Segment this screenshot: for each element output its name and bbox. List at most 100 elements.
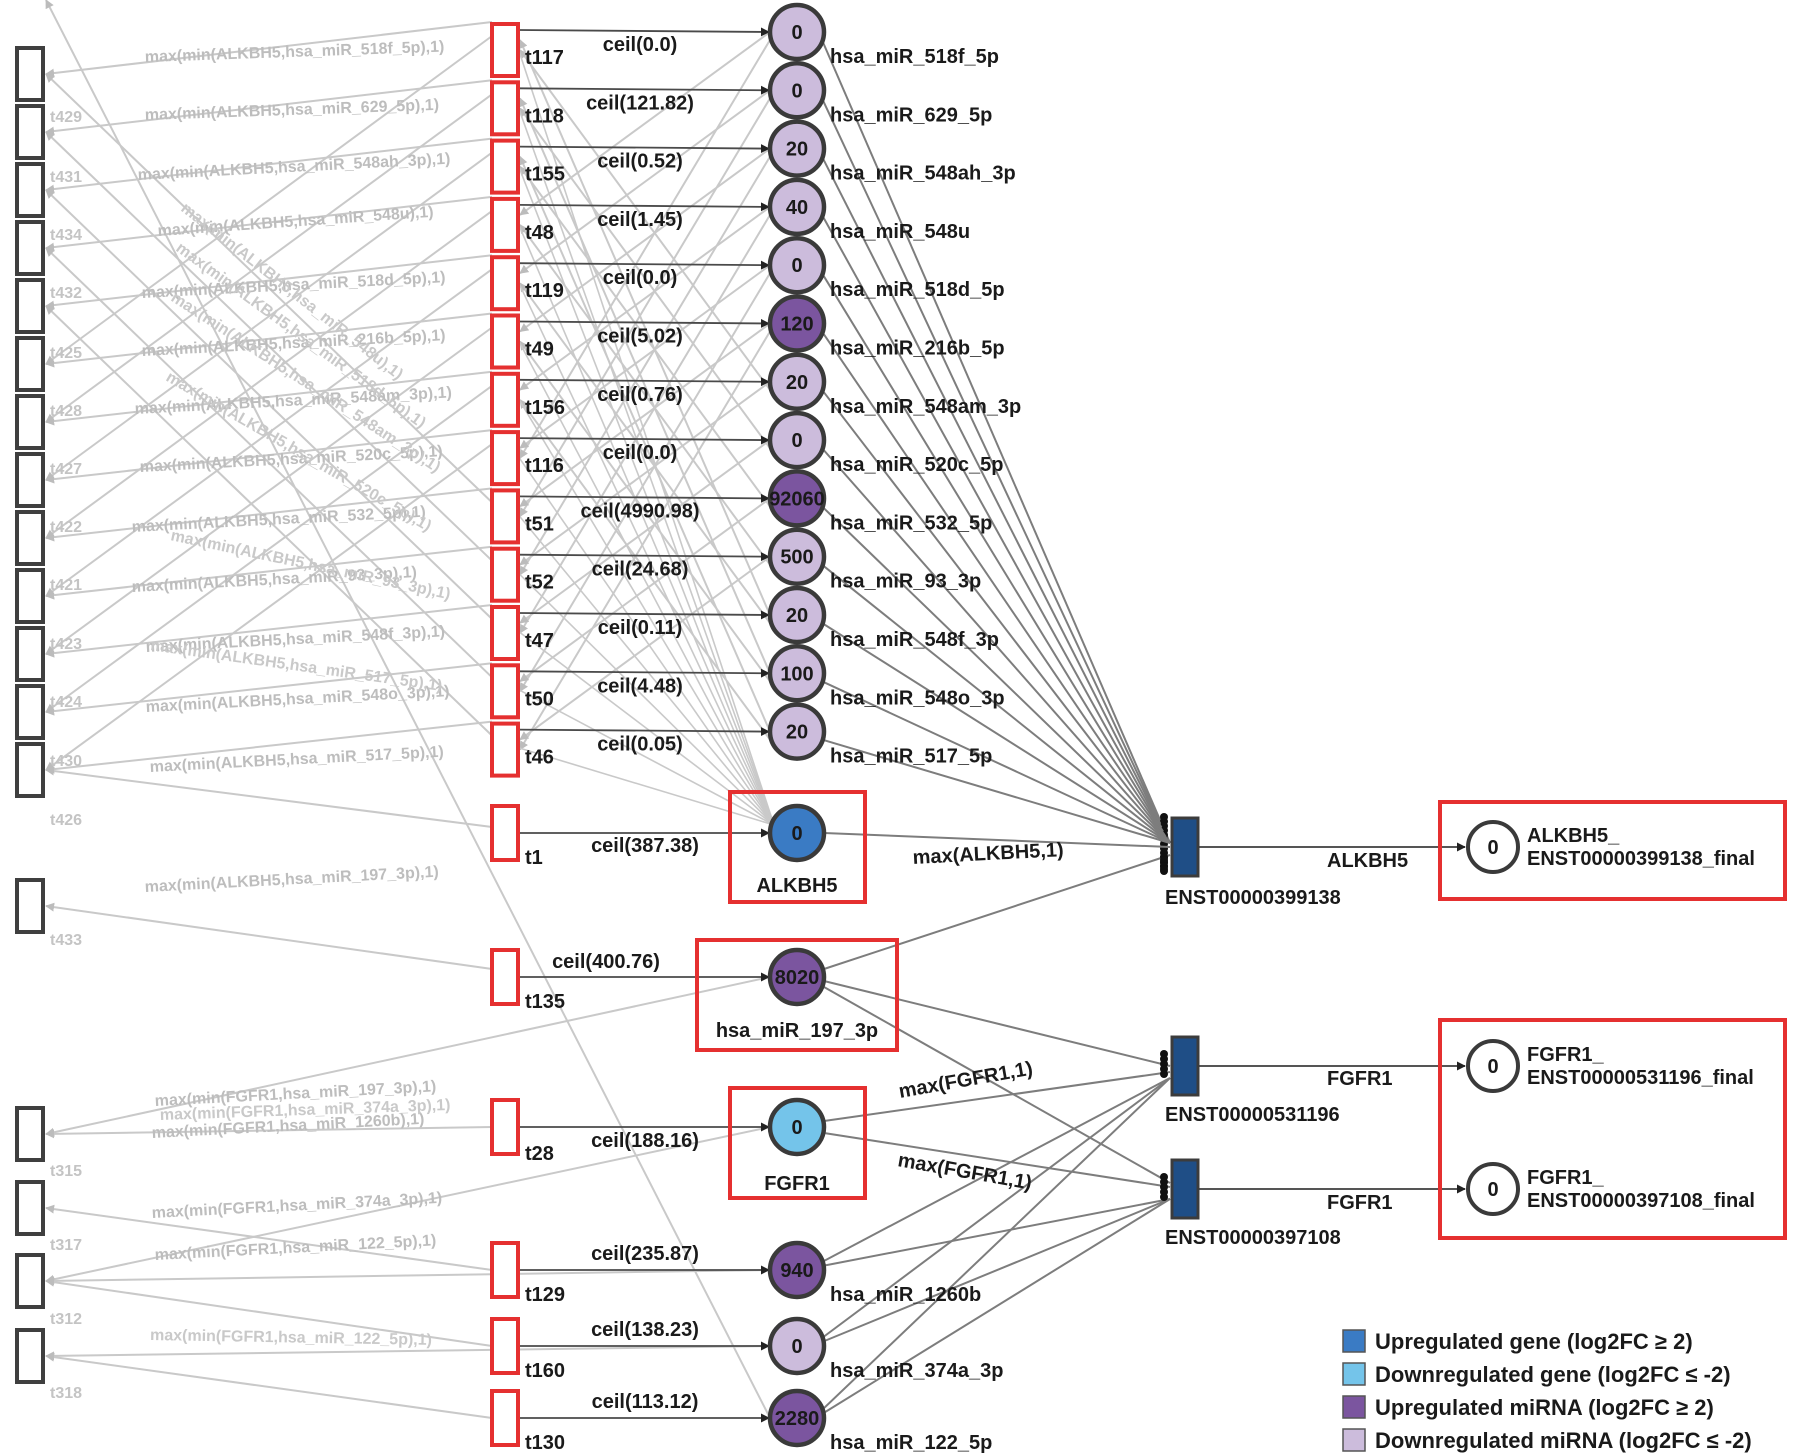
inhibition-arc bbox=[45, 1345, 771, 1361]
left-place-label: t421 bbox=[50, 577, 82, 594]
inhibition-arc bbox=[45, 254, 493, 310]
inhibition-arc bbox=[45, 137, 493, 194]
arc-weight-label: max(ALKBH5,1) bbox=[912, 839, 1064, 869]
mirna-place-circle bbox=[767, 410, 827, 470]
nodes-layer: 0020400120200920605002010020080200940022… bbox=[767, 2, 1520, 1448]
source-transition bbox=[490, 721, 520, 778]
regulation-arc bbox=[821, 1077, 1171, 1263]
mirna-name: hsa_miR_518f_5p bbox=[830, 46, 999, 68]
mirna-name: hsa_miR_1260b bbox=[830, 1284, 981, 1306]
mirna-place-tokens: 940 bbox=[780, 1260, 813, 1282]
regulation-arc bbox=[821, 447, 1171, 844]
regulation-arc bbox=[821, 389, 1171, 844]
inhibition-arc bbox=[519, 97, 771, 674]
inhibition-arc bbox=[517, 513, 775, 826]
transcript-transition bbox=[1170, 1158, 1200, 1220]
left-place bbox=[15, 1328, 45, 1384]
rate-label: ceil(121.82) bbox=[586, 92, 694, 114]
mirna-place-tokens: 120 bbox=[780, 314, 813, 336]
final-place-label: ENST00000397108_final bbox=[1527, 1190, 1755, 1212]
transition-label: t116 bbox=[525, 455, 564, 477]
inhibition-arc-label: max(min(ALKBH5,hsa_miR_517_5p),1) bbox=[149, 744, 444, 776]
inhibition-arc bbox=[519, 156, 771, 576]
production-arc bbox=[517, 435, 770, 445]
inhibition-arc-label: max(min(FGFR1,hsa_miR_122_5p),1) bbox=[150, 1327, 432, 1349]
transcript-label: ENST00000399138 bbox=[1165, 887, 1341, 909]
mirna-place-circle bbox=[767, 1240, 827, 1300]
inhibition-arc bbox=[517, 455, 775, 826]
transition-label: t156 bbox=[525, 397, 565, 419]
inhibition-arc bbox=[45, 151, 493, 481]
final-place-label: ENST00000531196_final bbox=[1527, 1067, 1754, 1089]
mirna-place-tokens: 0 bbox=[791, 255, 802, 277]
left-place-label: t317 bbox=[50, 1237, 82, 1254]
source-transition bbox=[490, 546, 520, 603]
inhibitor-head bbox=[1160, 865, 1168, 873]
inhibition-arc-label: max(min(ALKBH5,hsa_miR_197_3p),1) bbox=[144, 864, 439, 896]
transcript-label: ENST00000397108 bbox=[1165, 1227, 1341, 1249]
legend-swatch bbox=[1342, 1329, 1366, 1353]
mirna-place-circle bbox=[767, 702, 827, 761]
left-place bbox=[15, 104, 45, 160]
final-place-tokens: 0 bbox=[1487, 1179, 1498, 1201]
regulation-arc bbox=[823, 1071, 1171, 1122]
left-place-label: t432 bbox=[50, 285, 82, 302]
inhibition-arc bbox=[519, 439, 771, 624]
rate-label: ceil(0.76) bbox=[597, 384, 683, 406]
left-place-label: t431 bbox=[50, 169, 82, 186]
inhibition-arc bbox=[517, 572, 775, 826]
left-place bbox=[15, 878, 45, 934]
left-place-label: t430 bbox=[50, 753, 82, 770]
mirna-name: hsa_miR_374a_3p bbox=[830, 1360, 1003, 1382]
inhibition-arc bbox=[45, 1352, 493, 1419]
rate-label: ceil(5.02) bbox=[597, 326, 683, 348]
inhibition-arc bbox=[45, 1204, 493, 1271]
legend-swatch bbox=[1342, 1428, 1366, 1452]
inhibition-arc bbox=[45, 35, 493, 365]
inhibition-arc bbox=[519, 330, 771, 751]
legend-swatch bbox=[1342, 1395, 1366, 1419]
output-arc-label: FGFR1 bbox=[1327, 1192, 1393, 1214]
inhibition-arc bbox=[519, 155, 771, 732]
inhibition-arc bbox=[519, 97, 771, 518]
rate-label: ceil(0.0) bbox=[603, 267, 677, 289]
gene-name: ALKBH5 bbox=[756, 875, 837, 897]
production-arc bbox=[517, 727, 770, 737]
transition-label: t47 bbox=[525, 630, 554, 652]
left-place bbox=[15, 220, 45, 276]
regulation-arc bbox=[823, 1132, 1171, 1188]
gene-name: FGFR1 bbox=[764, 1173, 830, 1195]
inhibition-arc bbox=[45, 210, 493, 539]
inhibition-arc bbox=[45, 195, 493, 252]
rate-label: ceil(0.0) bbox=[603, 34, 677, 56]
inhibition-arc bbox=[517, 47, 775, 826]
inhibition-arc-label: max(min(ALKBH5,hsa_miR_629_5p),1) bbox=[145, 97, 440, 124]
inhibition-arc bbox=[45, 1126, 493, 1139]
final-place-label: FGFR1_ bbox=[1527, 1044, 1605, 1066]
rate-label: ceil(0.05) bbox=[597, 734, 683, 756]
left-place-label: t434 bbox=[50, 227, 82, 244]
rate-label: ceil(138.23) bbox=[591, 1319, 699, 1341]
rate-label: ceil(24.68) bbox=[592, 559, 689, 581]
source-transition bbox=[490, 80, 520, 137]
source-transition bbox=[490, 1098, 520, 1156]
rate-label: ceil(387.38) bbox=[591, 835, 699, 857]
left-place bbox=[15, 684, 45, 740]
source-transition bbox=[490, 313, 520, 370]
left-place-label: t429 bbox=[50, 109, 82, 126]
mirna-place-tokens: 92060 bbox=[769, 488, 825, 510]
mirna-place-tokens: 0 bbox=[791, 22, 802, 44]
transcript-transition bbox=[1170, 1035, 1200, 1097]
left-place bbox=[15, 394, 45, 450]
transition-label: t160 bbox=[525, 1360, 565, 1382]
inhibition-arc bbox=[45, 1126, 771, 1284]
inhibition-arc bbox=[519, 555, 771, 741]
production-arc bbox=[517, 552, 770, 562]
labels-layer: hsa_miR_518f_5pt117ceil(0.0)hsa_miR_629_… bbox=[525, 34, 1755, 1453]
inhibition-arc bbox=[519, 214, 771, 634]
regulation-arc bbox=[821, 1198, 1171, 1267]
mirna-name: hsa_miR_197_3p bbox=[716, 1020, 878, 1042]
highlight-box bbox=[1438, 1018, 1787, 1240]
production-arc bbox=[517, 202, 770, 212]
